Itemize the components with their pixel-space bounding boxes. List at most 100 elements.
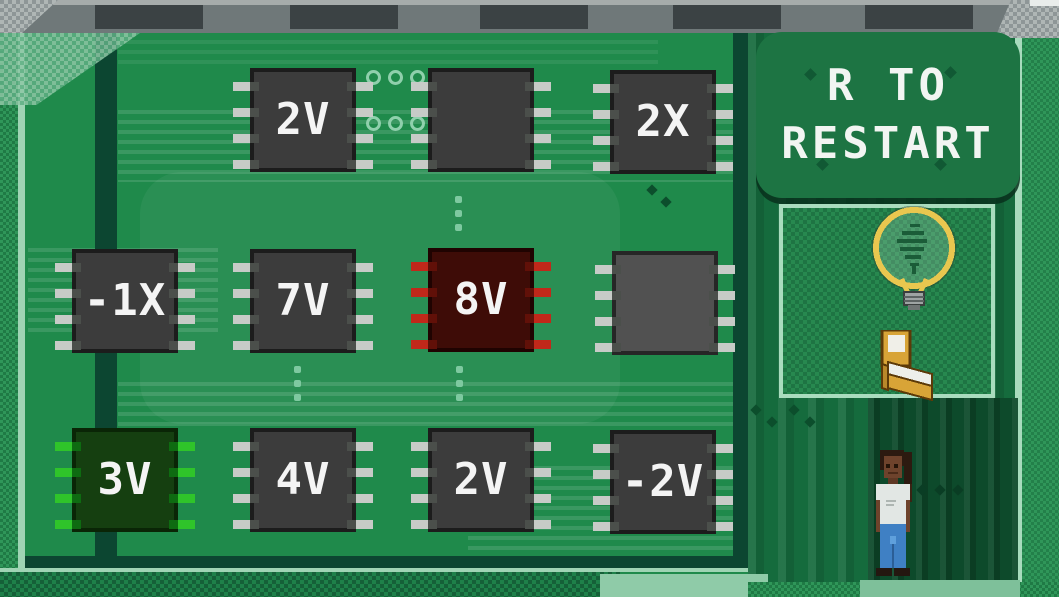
chip-pin bbox=[347, 315, 373, 324]
chip-pin bbox=[525, 134, 551, 143]
chip-label: 2X bbox=[635, 96, 691, 147]
via bbox=[455, 210, 462, 217]
via bbox=[388, 116, 403, 131]
chip-pin bbox=[55, 341, 81, 350]
via bbox=[294, 380, 301, 387]
chip-pin bbox=[707, 110, 733, 119]
chip-pin bbox=[169, 442, 195, 451]
via bbox=[456, 380, 463, 387]
board-left-edge bbox=[0, 33, 18, 597]
restart-sign-line2: RESTART bbox=[781, 118, 995, 169]
via bbox=[388, 70, 403, 85]
chip[interactable]: 2X bbox=[593, 70, 733, 174]
via bbox=[455, 196, 462, 203]
chip-pin bbox=[411, 134, 437, 143]
chip-pin bbox=[707, 136, 733, 145]
bed-icon[interactable] bbox=[880, 330, 942, 404]
chip-pin bbox=[525, 82, 551, 91]
sign-rivet bbox=[804, 68, 817, 81]
chip-pin bbox=[411, 520, 437, 529]
chip-label: -2V bbox=[621, 456, 705, 507]
chip-label: 4V bbox=[275, 454, 331, 505]
chip[interactable]: 2V bbox=[411, 428, 551, 532]
board-border bbox=[25, 556, 748, 570]
chip-pin bbox=[707, 162, 733, 171]
chip-pin bbox=[233, 442, 259, 451]
bottom-edge bbox=[0, 572, 620, 597]
chip-label: 2V bbox=[453, 454, 509, 505]
via bbox=[294, 366, 301, 373]
chip-pin bbox=[593, 136, 619, 145]
top-rail-segment bbox=[290, 5, 398, 29]
chip-pin bbox=[347, 134, 373, 143]
chip-pin bbox=[709, 317, 735, 326]
chip-pin bbox=[169, 520, 195, 529]
chip-pin bbox=[525, 442, 551, 451]
chip-pin bbox=[347, 289, 373, 298]
chip-pin bbox=[525, 160, 551, 169]
chip-pin bbox=[55, 289, 81, 298]
pcb-ground-plane bbox=[140, 172, 620, 424]
chip-pin bbox=[55, 468, 81, 477]
chip-pin bbox=[55, 520, 81, 529]
chip[interactable]: -1X bbox=[55, 249, 195, 353]
board-top-rail bbox=[0, 0, 1059, 38]
chip-pin bbox=[233, 341, 259, 350]
chip[interactable]: -2V bbox=[593, 430, 733, 534]
top-rail-segment bbox=[673, 5, 781, 29]
chip-pin bbox=[411, 108, 437, 117]
chip-pin bbox=[525, 288, 551, 297]
chip-pin bbox=[169, 494, 195, 503]
chip-pin bbox=[411, 314, 437, 323]
chip-active[interactable]: 3V bbox=[55, 428, 195, 532]
via bbox=[456, 366, 463, 373]
chip-pin bbox=[593, 84, 619, 93]
chip-pin bbox=[55, 263, 81, 272]
chip[interactable]: 2V bbox=[233, 68, 373, 172]
board-right-edge bbox=[1022, 33, 1059, 597]
chip-pin bbox=[411, 160, 437, 169]
chip[interactable] bbox=[595, 251, 735, 355]
top-rail-highlight bbox=[0, 0, 1059, 5]
lightbulb-icon[interactable] bbox=[866, 206, 962, 314]
chip-pin bbox=[347, 341, 373, 350]
restart-sign-line1: R TO bbox=[827, 60, 949, 111]
chip[interactable]: 4V bbox=[233, 428, 373, 532]
chip[interactable]: 7V bbox=[233, 249, 373, 353]
chip-pin bbox=[595, 317, 621, 326]
chip-label: 2V bbox=[275, 94, 331, 145]
chip-pin bbox=[411, 262, 437, 271]
chip-pin bbox=[411, 340, 437, 349]
top-rail-segment bbox=[95, 5, 203, 29]
chip-error[interactable]: 8V bbox=[411, 248, 551, 352]
chip-pin bbox=[411, 494, 437, 503]
bottom-edge-highlight bbox=[600, 574, 768, 597]
chip-pin bbox=[169, 315, 195, 324]
chip-pin bbox=[169, 341, 195, 350]
via bbox=[455, 224, 462, 231]
chip-pin bbox=[707, 522, 733, 531]
chip-pin bbox=[411, 288, 437, 297]
chip[interactable] bbox=[411, 68, 551, 172]
bottom-trace bbox=[0, 568, 748, 572]
chip-pin bbox=[55, 315, 81, 324]
chip-pin bbox=[347, 442, 373, 451]
chip-pin bbox=[233, 494, 259, 503]
chip-pin bbox=[709, 265, 735, 274]
trace-band bbox=[118, 40, 658, 64]
chip-pin bbox=[411, 442, 437, 451]
chip-pin bbox=[707, 496, 733, 505]
chip-pin bbox=[233, 468, 259, 477]
via bbox=[456, 394, 463, 401]
chip-pin bbox=[593, 444, 619, 453]
chip-pin bbox=[169, 289, 195, 298]
chip-pin bbox=[411, 468, 437, 477]
chip-pin bbox=[707, 470, 733, 479]
chip-label: 7V bbox=[275, 275, 331, 326]
player-character[interactable] bbox=[874, 448, 922, 580]
chip-pin bbox=[347, 160, 373, 169]
chip-pin bbox=[347, 82, 373, 91]
chip-label: 3V bbox=[97, 454, 153, 505]
chip-pin bbox=[233, 263, 259, 272]
chip-pin bbox=[593, 496, 619, 505]
